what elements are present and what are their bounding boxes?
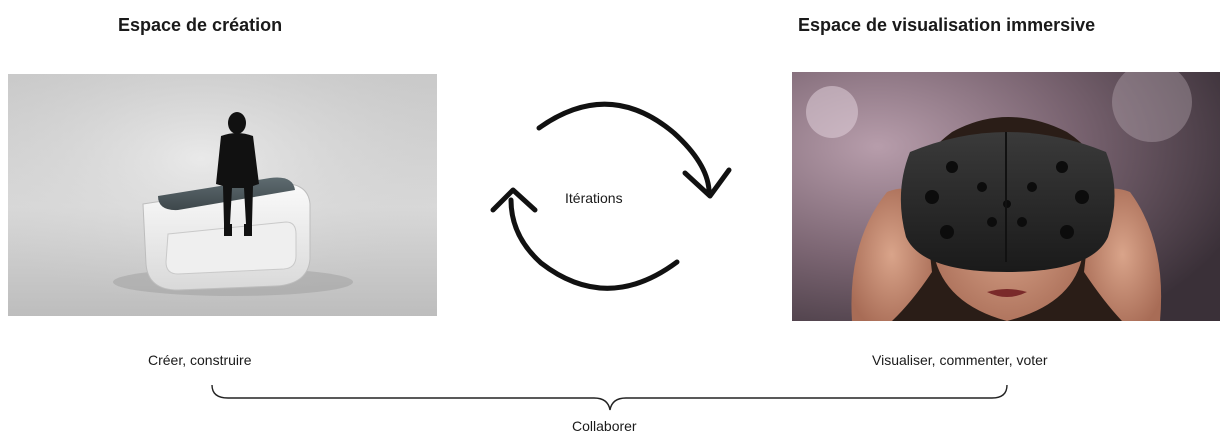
immersive-space-title: Espace de visualisation immersive [798,15,1096,35]
iterations-panel [489,78,732,316]
collaborate-label: Collaborer [572,418,637,434]
visualization-caption: Visualiser, commenter, voter [872,352,1048,368]
iterations-label: Itérations [565,190,623,206]
creation-space-title: Espace de création [118,15,283,35]
creation-space-image [8,74,437,316]
creation-caption: Créer, construire [148,352,252,368]
cycle-arrows-icon [490,101,732,291]
vr-headset-image [792,72,1220,321]
